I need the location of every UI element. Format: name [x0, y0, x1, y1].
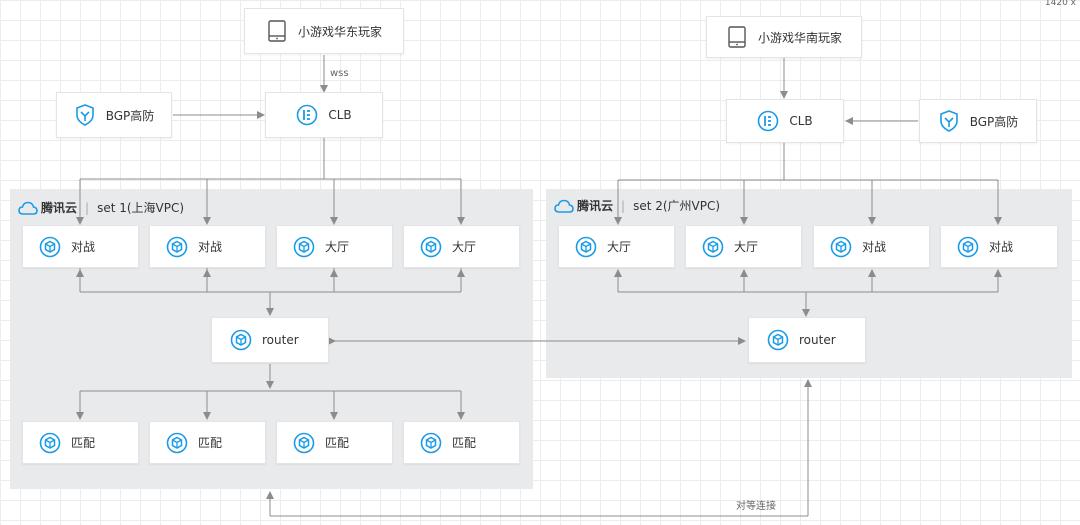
peering-label: 对等连接: [736, 501, 776, 512]
bgp-label: BGP高防: [105, 108, 155, 123]
clb-label: CLB: [789, 114, 813, 128]
match-label: 匹配: [452, 436, 477, 450]
clb-label: CLB: [328, 108, 352, 122]
cube-icon: [420, 236, 442, 257]
set2-service-1[interactable]: 大厅: [558, 225, 675, 268]
load-balancer-icon: [297, 104, 318, 126]
east-player-node[interactable]: 小游戏华东玩家: [244, 8, 404, 54]
bgp-node-east[interactable]: BGP高防: [56, 92, 172, 138]
match-label: 匹配: [325, 436, 350, 450]
router-icon: [230, 329, 252, 351]
match-label: 匹配: [71, 436, 96, 450]
service-label: 对战: [989, 240, 1014, 254]
set1-region-label: 腾讯云 | set 1(上海VPC): [18, 199, 184, 216]
separator: |: [621, 198, 626, 213]
clb-node-east[interactable]: CLB: [265, 92, 383, 138]
east-player-label: 小游戏华东玩家: [297, 24, 382, 39]
canvas-size-label: 1420 x: [1044, 0, 1076, 8]
cube-icon: [39, 236, 61, 257]
cube-icon: [830, 236, 852, 257]
service-label: 对战: [71, 240, 96, 254]
set1-service-4[interactable]: 大厅: [403, 225, 520, 268]
brand-label: 腾讯云: [41, 201, 78, 215]
south-player-node[interactable]: 小游戏华南玩家: [706, 16, 862, 58]
router-node-set2[interactable]: router: [748, 317, 866, 363]
service-label: 大厅: [325, 240, 350, 254]
bgp-label: BGP高防: [969, 114, 1019, 129]
router-node-set1[interactable]: router: [211, 317, 329, 363]
tablet-icon: [728, 26, 746, 48]
cube-icon: [166, 236, 188, 257]
set1-service-1[interactable]: 对战: [22, 225, 139, 268]
separator: |: [85, 200, 90, 215]
cube-icon: [166, 432, 188, 453]
set2-label: set 2(广州VPC): [633, 199, 721, 213]
router-label: router: [799, 333, 836, 347]
router-label: router: [262, 333, 299, 347]
match-label: 匹配: [198, 436, 223, 450]
tablet-icon: [268, 20, 286, 42]
bgp-node-south[interactable]: BGP高防: [919, 99, 1037, 143]
cube-icon: [702, 236, 724, 257]
cube-icon: [957, 236, 979, 257]
set2-service-3[interactable]: 对战: [813, 225, 930, 268]
clb-node-south[interactable]: CLB: [726, 99, 844, 143]
service-label: 大厅: [607, 240, 632, 254]
south-player-label: 小游戏华南玩家: [757, 30, 842, 45]
cloud-icon: [554, 199, 574, 213]
service-label: 大厅: [452, 240, 477, 254]
cube-icon: [575, 236, 597, 257]
wss-label: wss: [330, 68, 349, 79]
cloud-icon: [18, 201, 38, 215]
shield-icon: [75, 104, 94, 126]
match-node-4[interactable]: 匹配: [403, 421, 520, 464]
shield-icon: [939, 110, 958, 132]
cube-icon: [293, 432, 315, 453]
set1-label: set 1(上海VPC): [97, 201, 185, 215]
router-icon: [767, 329, 789, 351]
match-node-2[interactable]: 匹配: [149, 421, 266, 464]
set1-service-2[interactable]: 对战: [149, 225, 266, 268]
set1-service-3[interactable]: 大厅: [276, 225, 393, 268]
service-label: 大厅: [734, 240, 759, 254]
service-label: 对战: [198, 240, 223, 254]
brand-label: 腾讯云: [577, 199, 614, 213]
set2-service-4[interactable]: 对战: [940, 225, 1058, 268]
set2-service-2[interactable]: 大厅: [685, 225, 802, 268]
match-node-3[interactable]: 匹配: [276, 421, 393, 464]
match-node-1[interactable]: 匹配: [22, 421, 139, 464]
service-label: 对战: [862, 240, 887, 254]
cube-icon: [420, 432, 442, 453]
cube-icon: [293, 236, 315, 257]
set2-region-label: 腾讯云 | set 2(广州VPC): [554, 197, 720, 214]
cube-icon: [39, 432, 61, 453]
load-balancer-icon: [758, 110, 779, 132]
